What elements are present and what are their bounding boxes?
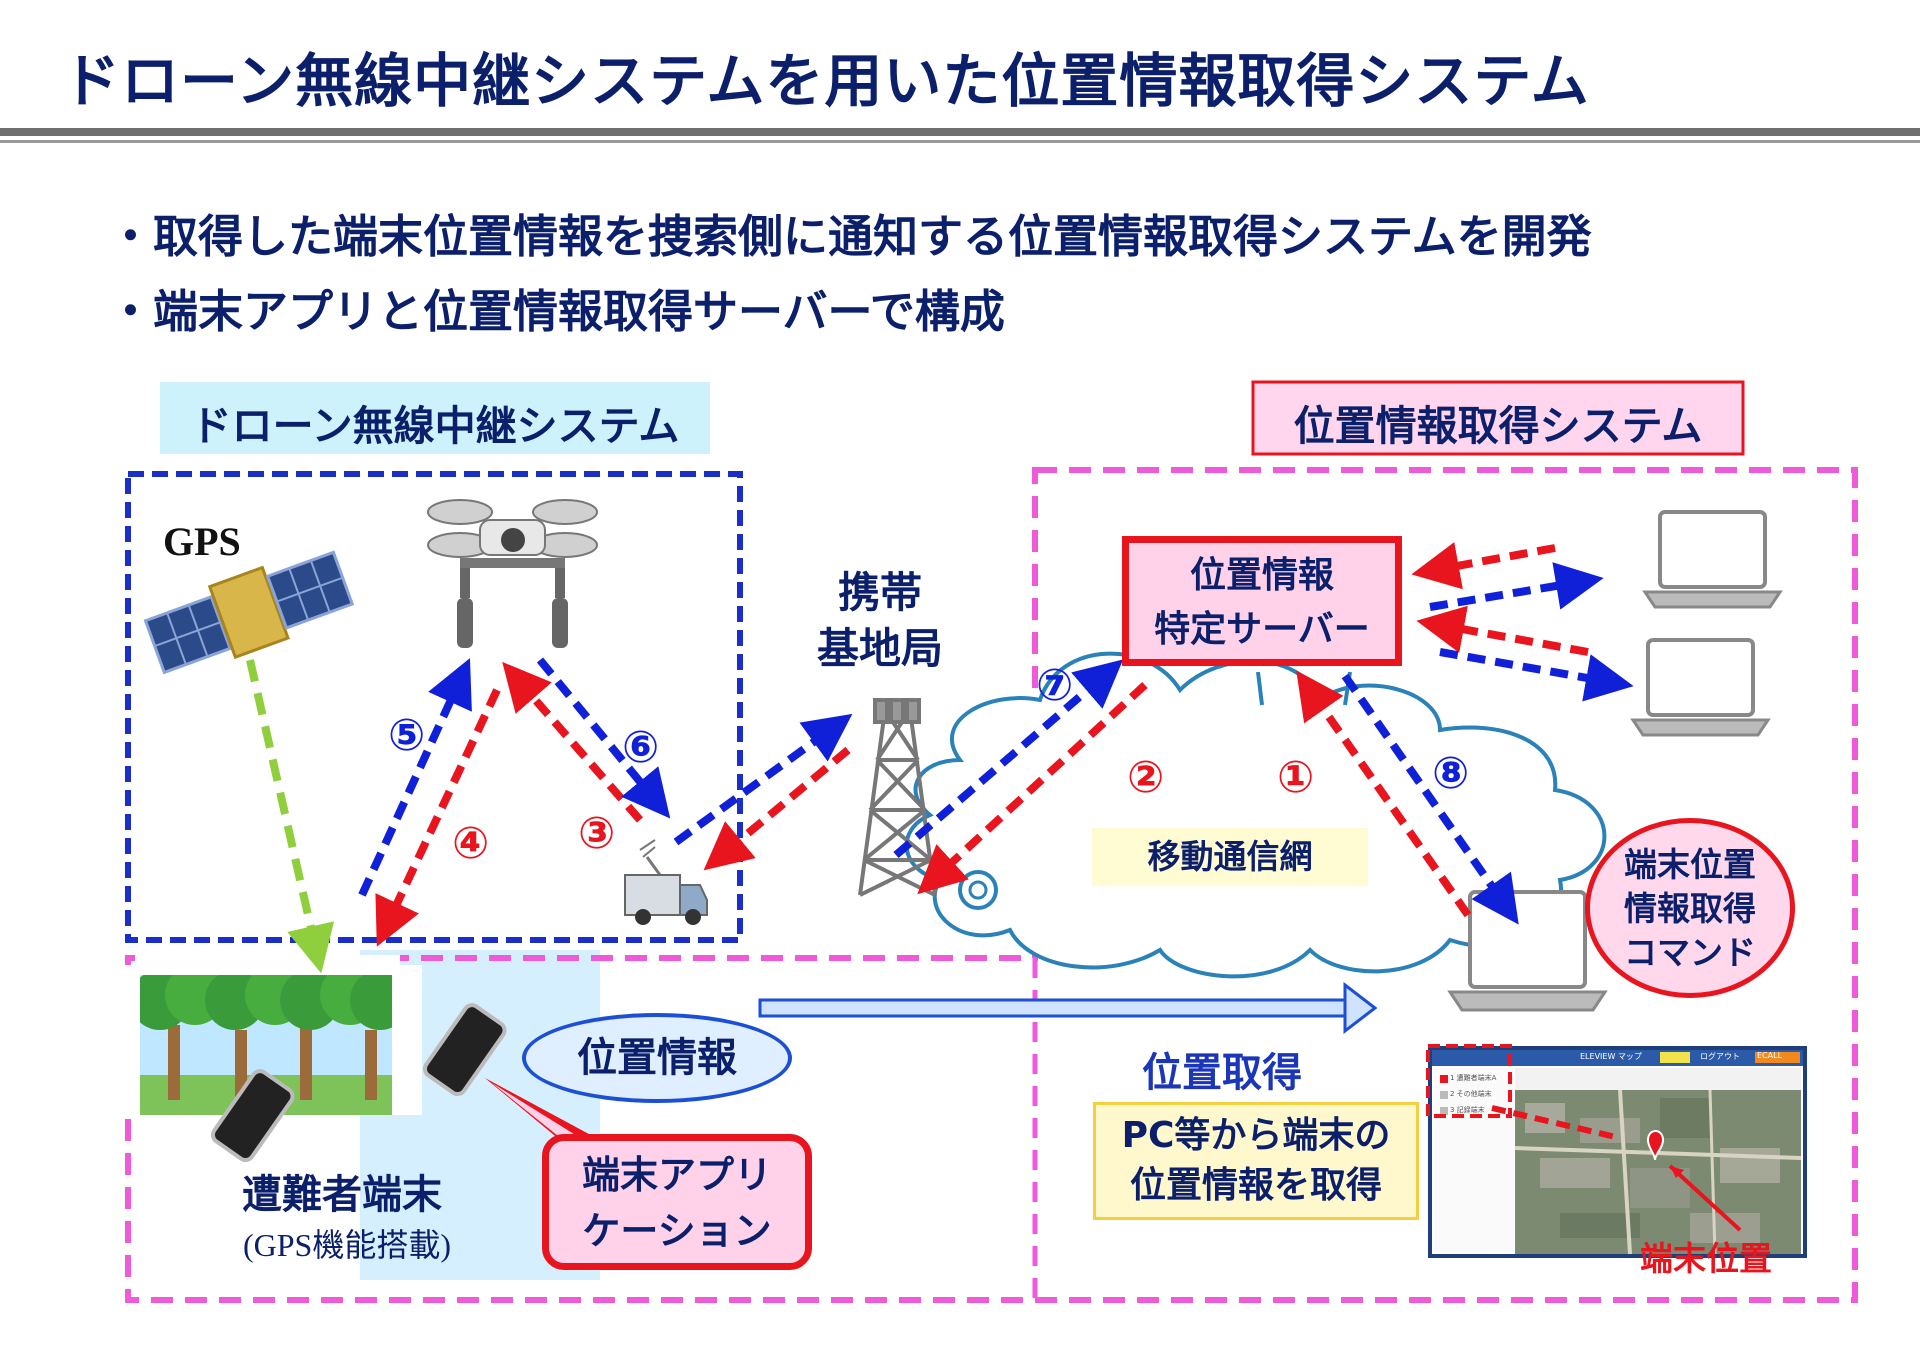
command-oval: 端末位置 情報取得 コマンド bbox=[1585, 818, 1795, 998]
location-info-oval: 位置情報 bbox=[522, 1013, 792, 1103]
satellite-icon bbox=[143, 550, 355, 675]
map-list-item-1[interactable]: 1 遭難者端末A bbox=[1450, 1074, 1497, 1082]
location-system-label-bg bbox=[1251, 380, 1745, 456]
arrow-step-2 bbox=[917, 682, 1148, 895]
relay-vehicle-icon bbox=[624, 839, 708, 925]
smartphone-icon-1 bbox=[210, 1069, 295, 1163]
arrow-step-1 bbox=[1296, 670, 1472, 918]
drone-system-label-bg bbox=[160, 382, 710, 454]
laptop-icon-3 bbox=[1447, 890, 1608, 1012]
bullet-2: ・端末アプリと位置情報取得サーバーで構成 bbox=[108, 285, 1005, 338]
gps-signal-arrow bbox=[246, 659, 335, 974]
arrow-step-4 bbox=[375, 688, 501, 947]
map-logout-button[interactable]: ログアウト bbox=[1700, 1052, 1740, 1061]
step-7-label: ⑦ bbox=[1036, 660, 1074, 711]
arrow-vehicle-to-tower bbox=[673, 713, 853, 846]
base-station-tower-icon bbox=[858, 698, 937, 897]
arrow-server-to-laptop2 bbox=[1439, 648, 1634, 702]
location-system-label: 位置情報取得システム bbox=[1293, 402, 1703, 450]
arrow-laptop1-to-server bbox=[1411, 542, 1556, 590]
page-title: ドローン無線中継システムを用いた位置情報取得システム bbox=[62, 47, 1590, 115]
map-list-item-2[interactable]: 2 その他端末 bbox=[1450, 1090, 1492, 1098]
step-6-label: ⑥ bbox=[622, 722, 660, 773]
base-station-label: 携帯 基地局 bbox=[816, 568, 943, 673]
title-divider bbox=[0, 128, 1920, 136]
laptop-icon-1 bbox=[1642, 510, 1783, 609]
step-8-label: ⑧ bbox=[1432, 748, 1470, 799]
victim-terminal-label: 遭難者端末 bbox=[242, 1172, 442, 1218]
smartphone-icon-2 bbox=[422, 1003, 507, 1097]
arrow-step-7 bbox=[893, 659, 1124, 859]
map-header-title: ELEVIEW マップ bbox=[1580, 1052, 1642, 1061]
gps-label: GPS bbox=[163, 519, 241, 564]
terminal-position-label: 端末位置 bbox=[1640, 1239, 1772, 1278]
drone-system-area bbox=[125, 471, 743, 943]
step-1-label: ① bbox=[1277, 752, 1315, 803]
step-2-label: ② bbox=[1127, 752, 1165, 803]
app-callout-tail bbox=[485, 1078, 600, 1140]
laptop-icon-2 bbox=[1630, 638, 1771, 737]
location-info-arrow bbox=[758, 981, 1378, 1035]
arrow-step-5 bbox=[358, 658, 472, 897]
drone-icon bbox=[427, 499, 598, 648]
step-4-label: ④ bbox=[452, 818, 490, 869]
map-ecall-button[interactable]: ECALL bbox=[1757, 1051, 1783, 1060]
location-server-box: 位置情報 特定サーバー bbox=[1122, 536, 1402, 666]
arrow-step-3 bbox=[502, 661, 644, 823]
arrow-laptop2-to-server bbox=[1416, 605, 1589, 656]
arrow-server-to-laptop1 bbox=[1429, 562, 1604, 611]
map-screen bbox=[1426, 1044, 1807, 1258]
step-3-label: ③ bbox=[578, 808, 616, 859]
victim-terminal-sublabel: (GPS機能搭載) bbox=[242, 1227, 452, 1263]
bullet-1: ・取得した端末位置情報を捜索側に通知する位置情報取得システムを開発 bbox=[108, 210, 1592, 263]
arrow-step-8 bbox=[1341, 673, 1519, 925]
arrow-step-6 bbox=[536, 657, 671, 819]
pc-acquire-label: PC等から端末の 位置情報を取得 bbox=[1093, 1102, 1419, 1220]
map-list-item-3[interactable]: 3 記録端末 bbox=[1450, 1106, 1485, 1114]
terminal-app-box: 端末アプリ ケーション bbox=[542, 1134, 812, 1270]
drone-system-label: ドローン無線中継システム bbox=[190, 402, 680, 450]
acquire-label: 位置取得 bbox=[1142, 1050, 1302, 1096]
mobile-network-label: 移動通信網 bbox=[1092, 828, 1368, 886]
title-divider-thin bbox=[0, 140, 1920, 143]
step-5-label: ⑤ bbox=[388, 710, 426, 761]
